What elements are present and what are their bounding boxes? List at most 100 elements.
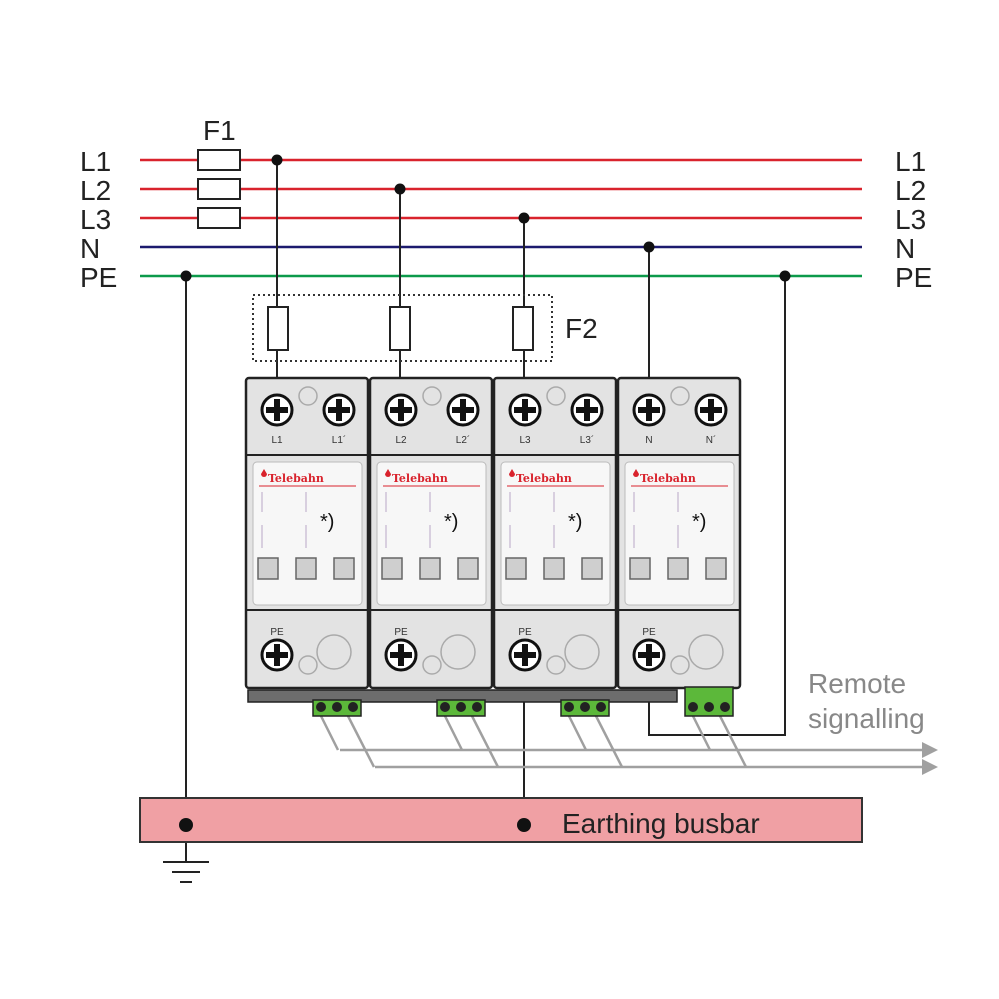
screw-icon [646,399,652,421]
screw-icon [460,399,466,421]
junction-dot [180,270,192,282]
junction-dot [643,241,655,253]
terminal-in-label: L1 [271,435,283,446]
indicator-icon [564,634,600,670]
signal-wire [691,715,712,751]
conductor-label-right: L2 [895,175,926,206]
f2-box [252,294,553,362]
indicator-icon [298,386,318,406]
indicator-icon [316,634,352,670]
indicator-icon [670,386,690,406]
signal-wire [594,715,624,768]
junction-dot [271,154,283,166]
terminal-screw-icon [564,702,574,712]
screw-icon [398,399,404,421]
conductor-label-right: N [895,233,915,264]
terminal-screw-icon [596,702,606,712]
brand-logo-icon [633,469,639,477]
terminal-out-label: N´ [706,434,717,446]
footnote-mark: *) [568,511,582,533]
terminal-in-label: L3 [519,435,531,446]
signal-wire [470,715,500,768]
brand-logo-icon [261,469,267,477]
remote-label-1: Remote [808,668,906,699]
terminal-out-label: L3´ [580,434,594,446]
conductor-label-left: L2 [80,175,111,206]
terminal-screw-icon [580,702,590,712]
window-icon [543,557,565,580]
conductor-label-right: L3 [895,204,926,235]
signal-wire [718,715,748,768]
conductor-label-right: PE [895,262,932,293]
conductor-label-right: L1 [895,146,926,177]
f1-label: F1 [203,115,236,146]
screw-icon [274,644,280,666]
terminal-out-label: L1´ [332,434,346,446]
screw-icon [274,399,280,421]
window-icon [295,557,317,580]
terminal-screw-icon [720,702,730,712]
terminal-screw-icon [688,702,698,712]
terminal-screw-icon [456,702,466,712]
terminal-screw-icon [348,702,358,712]
junction-dot [518,212,530,224]
window-icon [333,557,355,580]
brand-label: Telebahn [392,472,448,485]
indicator-icon [688,634,724,670]
screw-icon [522,644,528,666]
fuse-f1 [197,149,241,171]
window-icon [257,557,279,580]
arrow-icon [922,742,938,758]
pe-terminal-label: PE [270,627,284,638]
indicator-icon [422,655,442,675]
window-icon [705,557,727,580]
signal-wire [346,715,376,768]
brand-logo-icon [385,469,391,477]
window-icon [581,557,603,580]
window-icon [419,557,441,580]
footnote-mark: *) [320,511,334,533]
pe-terminal-label: PE [642,627,656,638]
earthing-busbar [139,797,863,843]
screw-icon [336,399,342,421]
pe-terminal-label: PE [518,627,532,638]
brand-label: Telebahn [516,472,572,485]
fuse-f2 [512,306,534,351]
screw-icon [708,399,714,421]
indicator-icon [422,386,442,406]
arrow-icon [922,759,938,775]
conductor-label-left: PE [80,262,117,293]
brand-label: Telebahn [268,472,324,485]
junction-dot [394,183,406,195]
window-icon [505,557,527,580]
indicator-icon [670,655,690,675]
indicator-icon [298,655,318,675]
indicator-icon [546,655,566,675]
terminal-screw-icon [316,702,326,712]
signal-loop-wire [648,276,786,736]
footnote-mark: *) [692,511,706,533]
window-icon [667,557,689,580]
terminal-screw-icon [332,702,342,712]
f2-label: F2 [565,313,598,344]
window-icon [629,557,651,580]
remote-label-2: signalling [808,703,925,734]
signal-wire [567,715,588,751]
fuse-f1 [197,178,241,200]
terminal-out-label: L2´ [456,434,470,446]
busbar-label: Earthing busbar [562,808,760,839]
footnote-mark: *) [444,511,458,533]
indicator-icon [546,386,566,406]
brand-logo-icon [509,469,515,477]
terminal-in-label: L2 [395,435,407,446]
spd-module: L3 L3´ Telebahn *) PE [492,376,618,717]
terminal-screw-icon [704,702,714,712]
junction-dot [179,818,193,832]
conductor-label-left: L1 [80,146,111,177]
screw-icon [646,644,652,666]
signal-wire [443,715,464,751]
fuse-f2 [267,306,289,351]
